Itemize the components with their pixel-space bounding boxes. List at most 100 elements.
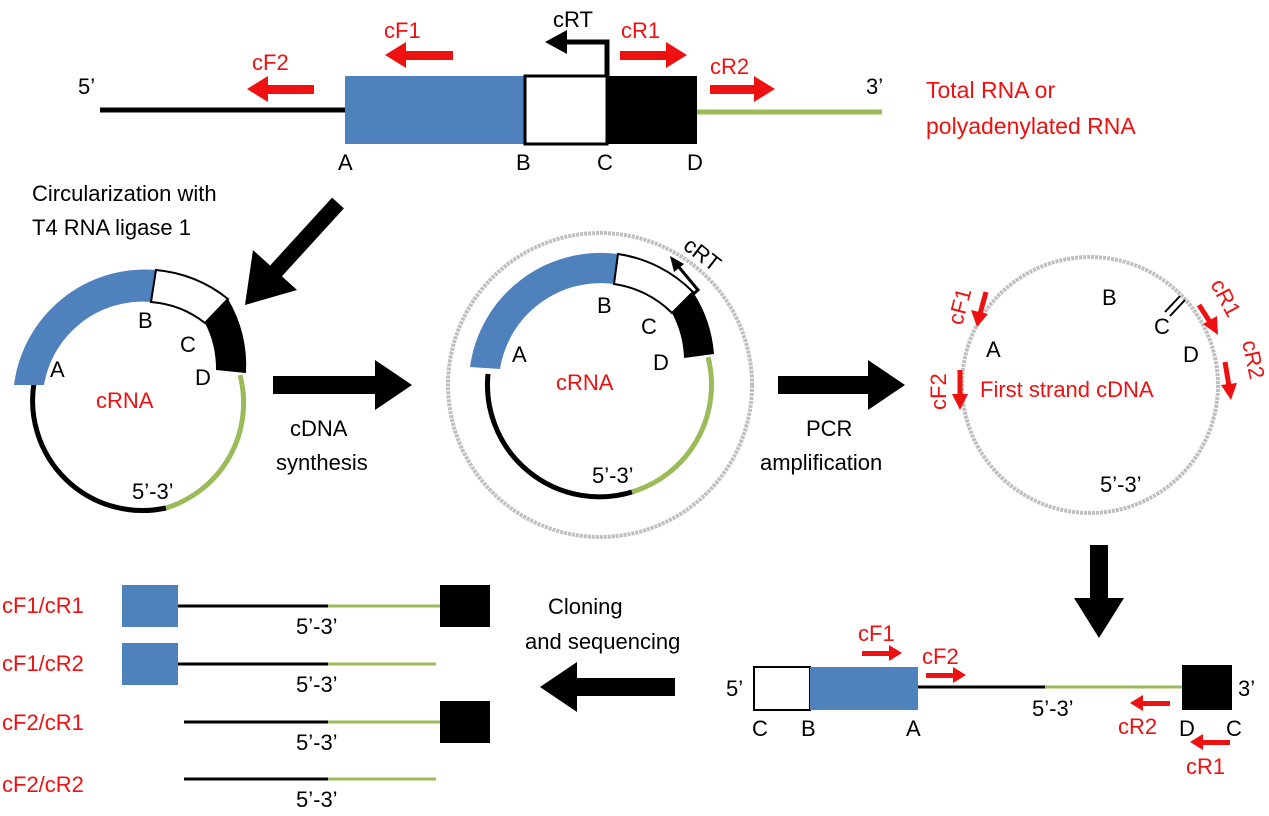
circle1-black-arc bbox=[30, 382, 167, 513]
circle1-d-label: D bbox=[195, 365, 211, 390]
three-prime-label: 3’ bbox=[866, 74, 883, 99]
pcr-amplification-arrow bbox=[778, 360, 905, 410]
circle2-outer-cdna-ring bbox=[446, 231, 754, 539]
product-cf1-cr1-junction: 5’-3’ bbox=[296, 614, 338, 639]
linear-cf2-label: cF2 bbox=[922, 644, 959, 669]
linear-cr1-label: cR1 bbox=[1186, 754, 1225, 779]
circle1-crna: cRNA A B C D 5’-3’ bbox=[14, 268, 247, 513]
linear-a-label: A bbox=[906, 716, 921, 741]
circle1-junction-label: 5’-3’ bbox=[132, 479, 174, 504]
circle2-d-label: D bbox=[653, 350, 669, 375]
circle3-cf1-arrow bbox=[971, 291, 989, 327]
circle1-c-label: C bbox=[180, 332, 196, 357]
circle3-c-label: C bbox=[1154, 314, 1170, 339]
circle3-junction-label: 5’-3’ bbox=[1100, 472, 1142, 497]
cdna-synthesis-label-line2: synthesis bbox=[276, 450, 368, 475]
circle1-black-segment bbox=[205, 299, 247, 373]
down-arrow bbox=[1074, 545, 1124, 638]
circle3-cf2-arrow bbox=[952, 370, 968, 410]
circle3-a-label: A bbox=[986, 337, 1001, 362]
site-c-label: C bbox=[597, 150, 613, 175]
linear-blue-block bbox=[810, 667, 918, 710]
product-cf1-cr1: cF1/cR1 5’-3’ bbox=[2, 585, 490, 639]
circle3-break-mark-1 bbox=[1164, 295, 1181, 313]
circle2-green-arc bbox=[631, 356, 714, 495]
product-cf1-cr2-label: cF1/cR2 bbox=[2, 651, 84, 676]
site-a-label: A bbox=[338, 150, 353, 175]
cr1-label: cR1 bbox=[621, 18, 660, 43]
circle2-black-segment bbox=[672, 292, 714, 358]
cf2-primer-arrow bbox=[247, 76, 314, 102]
cr2-primer-arrow bbox=[710, 76, 775, 102]
linear-five-prime-label: 5’ bbox=[726, 676, 743, 701]
circle3-b-label: B bbox=[1102, 285, 1117, 310]
product-cf2-cr1-label: cF2/cR1 bbox=[2, 710, 84, 735]
circle1-green-arc bbox=[165, 374, 247, 511]
circularization-label-line1: Circularization with bbox=[32, 181, 217, 206]
circle3-cr2-label: cR2 bbox=[1237, 338, 1269, 381]
circle2-b-label: B bbox=[597, 293, 612, 318]
crt-label: cRT bbox=[553, 7, 593, 32]
cr2-label: cR2 bbox=[710, 54, 749, 79]
site-d-label: D bbox=[687, 150, 703, 175]
crt-arrowhead bbox=[545, 30, 567, 54]
circle2-junction-label: 5’-3’ bbox=[592, 463, 634, 488]
linear-c-left-label: C bbox=[752, 716, 768, 741]
circle2-crna: cRT cRNA A B C D 5’-3’ bbox=[446, 231, 754, 539]
circle2-black-arc bbox=[484, 373, 633, 500]
circularization-arrow bbox=[245, 197, 344, 305]
linear-c-right-label: C bbox=[1226, 716, 1242, 741]
cdna-synthesis-label-line1: cDNA bbox=[290, 416, 348, 441]
linear-d-label: D bbox=[1179, 716, 1195, 741]
linear-cr1-arrow bbox=[1190, 734, 1230, 750]
cf1-label: cF1 bbox=[384, 18, 421, 43]
circle3-cr1-label: cR1 bbox=[1206, 275, 1246, 321]
circle3-cf1-label: cF1 bbox=[943, 285, 977, 327]
linear-cf1-label: cF1 bbox=[858, 621, 895, 646]
product-cf2-cr2-junction: 5’-3’ bbox=[296, 787, 338, 812]
circle2-blue-segment bbox=[470, 252, 618, 369]
product-cf2-cr1: cF2/cR1 5’-3’ bbox=[2, 701, 490, 755]
region-a-b-block bbox=[345, 76, 525, 144]
region-c-d-block bbox=[607, 76, 697, 144]
cloning-arrow bbox=[540, 662, 675, 712]
circularization-label-line2: T4 RNA ligase 1 bbox=[32, 215, 191, 240]
product-cf2-cr1-junction: 5’-3’ bbox=[296, 730, 338, 755]
crt-primer-arrow bbox=[565, 39, 610, 76]
circle3-center-label: First strand cDNA bbox=[980, 377, 1154, 402]
circle1-a-label: A bbox=[50, 357, 65, 382]
circle3-cf2-label: cF2 bbox=[926, 373, 951, 410]
five-prime-label: 5’ bbox=[78, 74, 95, 99]
cloning-label-line1: Cloning bbox=[548, 594, 623, 619]
sample-label-line1: Total RNA or bbox=[926, 77, 1055, 103]
cf1-primer-arrow bbox=[385, 42, 453, 68]
linear-rna-top: 5’ 3’ Total RNA or polyadenylated RNA A … bbox=[78, 7, 1136, 175]
linear-cr2-label: cR2 bbox=[1118, 714, 1157, 739]
product-cf1-cr1-label: cF1/cR1 bbox=[2, 593, 84, 618]
site-b-label: B bbox=[516, 150, 531, 175]
region-b-c-block bbox=[523, 74, 609, 146]
product-cf2-cr2-label: cF2/cR2 bbox=[2, 772, 84, 797]
circle2-crt-label: cRT bbox=[679, 232, 726, 276]
pcr-label-line2: amplification bbox=[760, 450, 882, 475]
pcr-label-line1: PCR bbox=[806, 416, 852, 441]
cf2-label: cF2 bbox=[252, 50, 289, 75]
cr1-primer-arrow bbox=[620, 42, 687, 68]
product-cf1-cr2-junction: 5’-3’ bbox=[296, 672, 338, 697]
circle2-c-label: C bbox=[641, 314, 657, 339]
linear-b-label: B bbox=[801, 716, 816, 741]
circle1-blue-segment bbox=[14, 269, 156, 385]
linear-cf1-arrow bbox=[862, 645, 902, 661]
linear-cr2-arrow bbox=[1130, 695, 1170, 711]
circle3-cr1-arrow bbox=[1196, 303, 1218, 335]
circle3-break-mark-2 bbox=[1169, 299, 1186, 317]
cloning-label-line2: and sequencing bbox=[525, 629, 680, 654]
product-cf1-cr2: cF1/cR2 5’-3’ bbox=[2, 643, 436, 697]
circle2-crt-primer bbox=[676, 265, 701, 306]
circle2-a-label: A bbox=[512, 342, 527, 367]
circle2-crt-arrowhead bbox=[670, 256, 684, 272]
circle2-center-label: cRNA bbox=[556, 370, 614, 395]
cdna-synthesis-arrow bbox=[273, 360, 412, 410]
sample-label-line2: polyadenylated RNA bbox=[926, 113, 1136, 139]
